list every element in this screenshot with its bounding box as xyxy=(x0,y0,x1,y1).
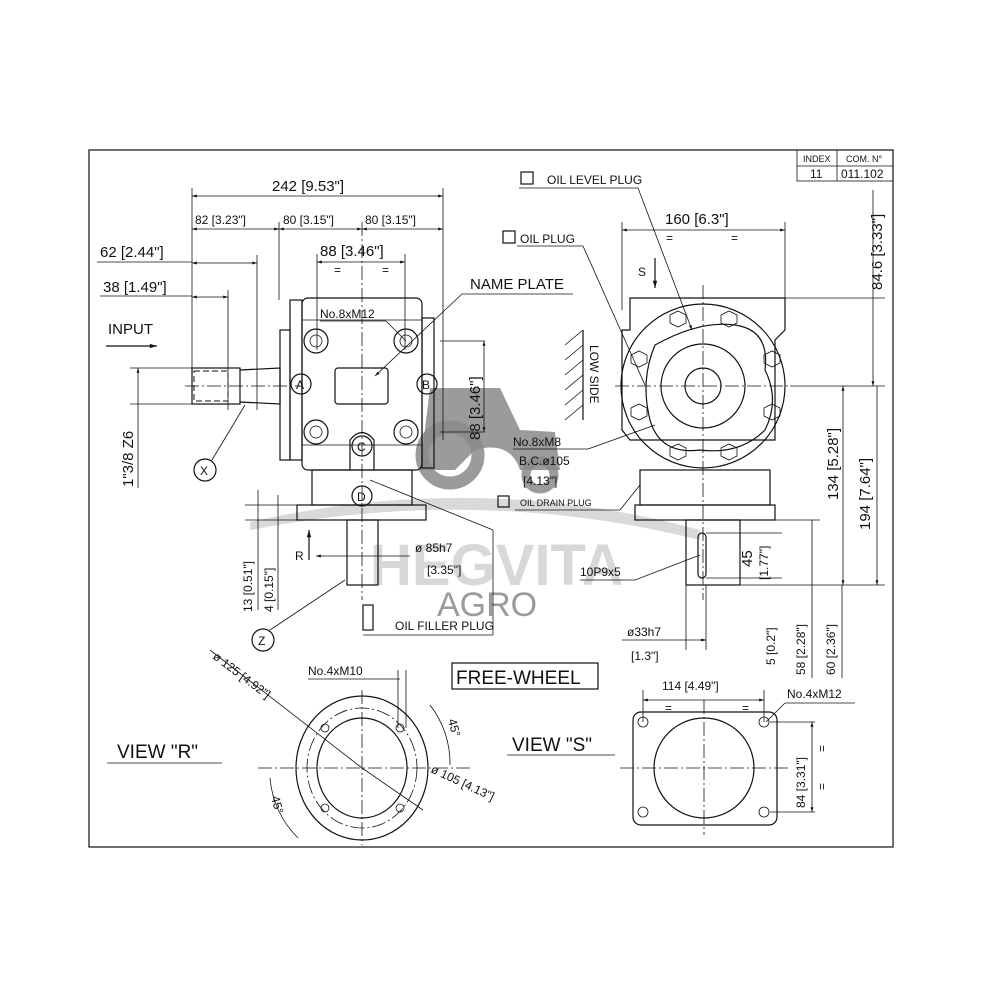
marker-x: X xyxy=(200,464,208,478)
com-value: 011.102 xyxy=(841,167,884,181)
view-s-arrow-label: S xyxy=(638,265,646,279)
equal-mark: = xyxy=(815,783,829,790)
marker-a: A xyxy=(296,378,304,392)
marker-z: Z xyxy=(258,634,265,648)
hex-bolts xyxy=(630,310,781,461)
dia-33: ø33h7 xyxy=(627,625,661,639)
dia-85: ø 85h7 xyxy=(415,541,453,555)
angle-45-bottom: 45° xyxy=(268,794,286,815)
plug-icon xyxy=(502,230,516,244)
view-r-title: VIEW "R" xyxy=(117,742,198,763)
dim-5: 5 [0.2"] xyxy=(764,627,778,665)
bolts xyxy=(303,328,419,445)
free-wheel-box xyxy=(451,662,599,690)
dim-82: 82 [3.23"] xyxy=(195,213,246,227)
dia-33-in: [1.3"] xyxy=(631,649,659,663)
watermark-logo: HEGVITA AGRO xyxy=(250,388,700,624)
bolt-circle-note: B.C.ø105 xyxy=(519,454,570,468)
equal-mark: = xyxy=(665,701,672,715)
name-plate-label: NAME PLATE xyxy=(470,276,564,293)
watermark-sub: AGRO xyxy=(437,586,537,624)
oil-level-plug-label: OIL LEVEL PLUG xyxy=(547,173,642,187)
bolt-note-m10: No.4xM10 xyxy=(308,664,363,678)
dim-60: 60 [2.36"] xyxy=(824,624,838,675)
view-s-title: VIEW "S" xyxy=(512,735,592,756)
dim-4: 4 [0.15"] xyxy=(262,568,276,612)
com-label: COM. N° xyxy=(846,154,882,164)
angle-45-top: 45° xyxy=(445,717,463,738)
equal-mark: = xyxy=(815,745,829,752)
dim-80-left: 80 [3.15"] xyxy=(283,213,334,227)
tractor-icon xyxy=(420,388,560,470)
bolt-note-m12-s: No.4xM12 xyxy=(787,687,842,701)
dim-114: 114 [4.49"] xyxy=(662,679,719,693)
dim-38: 38 [1.49"] xyxy=(103,279,167,296)
name-plate xyxy=(334,367,389,405)
side-view: 160 [6.3"] = = S 84.6 [3.33" xyxy=(580,190,886,678)
shaft-spec: 1"3/8 Z6 xyxy=(120,431,137,487)
dim-13: 13 [0.51"] xyxy=(241,561,255,612)
equal-mark: = xyxy=(334,263,341,277)
equal-mark: = xyxy=(666,231,673,245)
side-housing xyxy=(621,297,786,441)
side-output-shaft xyxy=(685,519,741,586)
plug-icon xyxy=(520,171,534,185)
low-side-hatch xyxy=(564,329,584,421)
marker-c: C xyxy=(357,440,366,454)
equal-mark: = xyxy=(382,263,389,277)
front-view: 242 [9.53"] 82 [3.23"] 80 [3.15"] 80 [3.… xyxy=(97,178,573,652)
plug-icon xyxy=(497,495,510,508)
dim-45: 45 xyxy=(739,550,756,567)
output-shaft xyxy=(346,519,379,586)
oil-plug-label: OIL PLUG xyxy=(520,232,575,246)
key-spec: 10P9x5 xyxy=(580,565,621,579)
oil-drain-plug-label: OIL DRAIN PLUG xyxy=(520,498,592,508)
dim-88-vertical: 88 [3.46"] xyxy=(467,376,484,440)
dim-84: 84 [3.31"] xyxy=(794,757,808,808)
callouts: OIL LEVEL PLUG OIL PLUG LOW SIDE No.8xM8… xyxy=(497,171,693,511)
mount-plate xyxy=(632,711,778,826)
equal-mark: = xyxy=(742,701,749,715)
dia-85-in: [3.35"] xyxy=(427,563,461,577)
dim-62: 62 [2.44"] xyxy=(100,244,164,261)
title-block: INDEX COM. N° 11 011.102 xyxy=(796,149,894,182)
bolt-circle-in: [4.13"] xyxy=(523,474,557,488)
dim-134: 134 [5.28"] xyxy=(825,428,842,500)
free-wheel-label: FREE-WHEEL xyxy=(456,668,581,689)
equal-mark: = xyxy=(731,231,738,245)
oil-filler-plug-icon xyxy=(362,604,374,631)
dim-160: 160 [6.3"] xyxy=(665,211,729,228)
marker-b: B xyxy=(422,378,430,392)
drawing-frame xyxy=(88,149,894,848)
view-r-arrow-label: R xyxy=(295,549,304,563)
marker-d: D xyxy=(357,490,366,504)
dia-125: ø 125 [4.92"] xyxy=(210,649,273,701)
dim-88: 88 [3.46"] xyxy=(320,243,384,260)
dim-84-6: 84.6 [3.33"] xyxy=(869,214,886,290)
watermark-brand: HEGVITA xyxy=(370,533,624,598)
dim-45-in: [1.77"] xyxy=(757,546,771,580)
dim-58: 58 [2.28"] xyxy=(794,624,808,675)
oil-filler-plug-label: OIL FILLER PLUG xyxy=(395,619,494,633)
view-s: VIEW "S" 114 [4.49"] = = No.4xM12 84 [3.… xyxy=(507,679,855,835)
bolt-note-m12: No.8xM12 xyxy=(320,307,375,321)
marker-circles: A B C D X Z xyxy=(193,373,438,652)
index-label: INDEX xyxy=(803,154,831,164)
view-r: VIEW "R" ø 125 [4.92"] No.4xM10 45° 45° … xyxy=(107,649,497,845)
dim-194: 194 [7.64"] xyxy=(857,458,874,530)
index-value: 11 xyxy=(810,167,823,181)
dim-overall-length: 242 [9.53"] xyxy=(272,178,344,195)
bolt-note-m8: No.8xM8 xyxy=(513,435,561,449)
input-label: INPUT xyxy=(108,321,153,338)
dim-80-right: 80 [3.15"] xyxy=(365,213,416,227)
low-side-label: LOW SIDE xyxy=(587,345,601,404)
